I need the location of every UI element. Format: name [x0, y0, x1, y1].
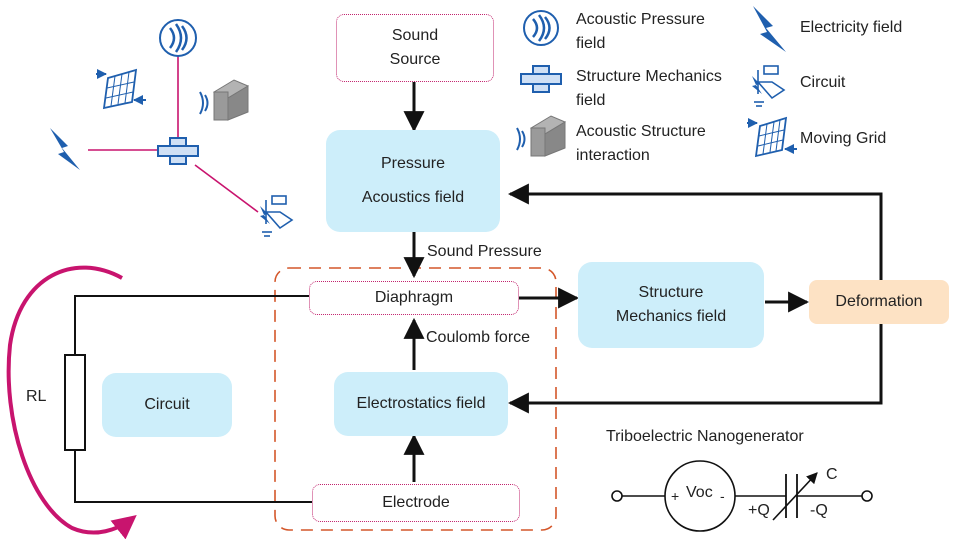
arrow-deformation-to-pressure [507, 183, 883, 280]
diaphragm-label: Diaphragm [374, 289, 454, 306]
arrow-deformation-to-electrostatics [507, 324, 883, 414]
circuit-wire-top [74, 295, 309, 355]
teng-title: Triboelectric Nanogenerator [606, 428, 804, 445]
legend-moving-grid-label: Moving Grid [800, 130, 887, 147]
plus-q-label: +Q [748, 502, 770, 519]
diaphragm-box: Diaphragm [309, 281, 519, 315]
legend-structure-mechanics-line1: Structure Mechanics [576, 68, 722, 85]
cluster-circuit-icon [260, 195, 294, 237]
legend-acoustic-pressure-line2: field [576, 35, 606, 52]
circuit-label: Circuit [144, 396, 190, 413]
pressure-acoustics-line1: Pressure [380, 155, 446, 172]
electrostatics-box: Electrostatics field [334, 372, 508, 436]
legend-structure-mechanics-icon [520, 65, 562, 93]
terminal-right [861, 490, 873, 502]
resistor [64, 354, 86, 451]
legend-acoustic-structure-line2: interaction [576, 147, 650, 164]
legend-acoustic-pressure-label: Acoustic Pressure field [576, 8, 705, 56]
terminal-left [611, 490, 623, 502]
teng-schematic [611, 460, 873, 532]
sound-source-box: Sound Source [336, 14, 494, 82]
electrostatics-label: Electrostatics field [356, 395, 486, 412]
deformation-label: Deformation [835, 293, 923, 310]
structure-mechanics-line2: Mechanics field [615, 308, 727, 325]
voc-label: Voc [686, 484, 713, 501]
variable-cap-arrow [772, 472, 818, 521]
legend-structure-mechanics-line2: field [576, 92, 606, 109]
legend-acoustic-structure-line1: Acoustic Structure [576, 123, 706, 140]
electrode-box: Electrode [312, 484, 520, 522]
current-loop-arrow [6, 265, 137, 539]
capacitor-c-label: C [826, 466, 838, 483]
pressure-acoustics-line2: Acoustics field [361, 189, 465, 206]
resistor-label: RL [26, 388, 47, 405]
legend-circuit-label: Circuit [800, 74, 846, 91]
voc-minus-sign: - [720, 488, 725, 504]
structure-mechanics-line1: Structure [638, 284, 704, 301]
sound-source-line1: Sound [391, 27, 439, 44]
deformation-box: Deformation [809, 280, 949, 324]
coulomb-force-label: Coulomb force [426, 329, 531, 346]
legend-acoustic-structure-label: Acoustic Structure interaction [576, 120, 706, 168]
circuit-wire-bottom [74, 450, 312, 503]
legend-electricity-label: Electricity field [800, 19, 903, 36]
legend-electricity-icon [753, 6, 786, 52]
legend-acoustic-structure-icon [516, 115, 567, 157]
sound-pressure-label: Sound Pressure [427, 243, 542, 260]
voc-plus-sign: + [671, 488, 680, 504]
legend-structure-mechanics-label: Structure Mechanics field [576, 65, 722, 113]
cluster-moving-grid-icon [96, 68, 146, 110]
legend-acoustic-pressure-line1: Acoustic Pressure [576, 11, 705, 28]
legend-acoustic-pressure-icon [523, 10, 559, 46]
pressure-acoustics-box: Pressure Acoustics field [326, 130, 500, 232]
structure-mechanics-box: Structure Mechanics field [578, 262, 764, 348]
cluster-electricity-icon [50, 128, 80, 170]
cluster-acoustic-structure-icon [199, 79, 250, 121]
legend-circuit-icon [752, 65, 786, 107]
circuit-box: Circuit [102, 373, 232, 437]
legend-moving-grid-icon [747, 116, 797, 158]
sound-source-line2: Source [389, 51, 441, 68]
coupling-cluster [88, 56, 259, 213]
electrode-label: Electrode [382, 494, 450, 511]
minus-q-label: -Q [810, 502, 828, 519]
cluster-structure-mechanics-icon [157, 137, 199, 165]
cluster-acoustic-pressure-icon [159, 19, 197, 57]
